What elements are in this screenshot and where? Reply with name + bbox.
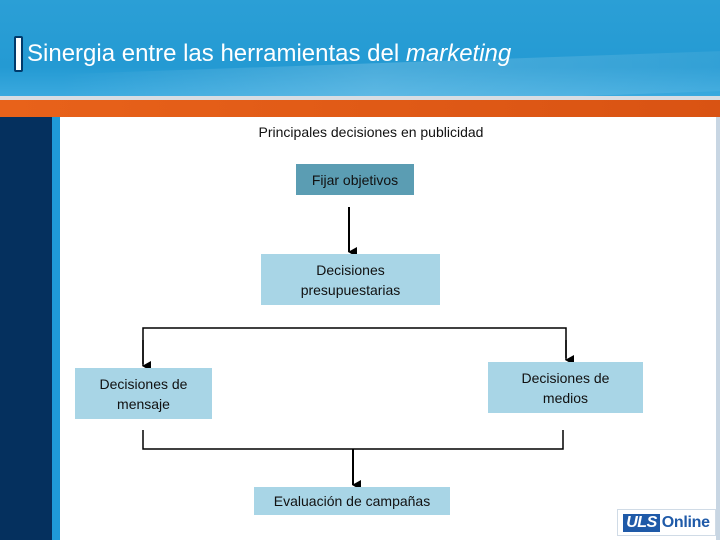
split-connector [142,327,567,364]
left-navy-column [0,117,52,540]
orange-band [0,100,720,117]
logo-uls-text: ULS [623,513,660,532]
node-message-decisions-label: Decisiones de mensaje [99,375,188,412]
header-divider [0,96,720,100]
page-title-italic: marketing [405,40,512,67]
header-banner: Sinergia entre las herramientas del mark… [0,0,720,96]
node-budget-decisions-label: Decisiones presupuestarias [300,261,401,298]
merge-connector [142,430,564,450]
node-campaign-evaluation: Evaluación de campañas [254,487,450,515]
right-border-line [716,117,720,540]
node-message-decisions: Decisiones de mensaje [75,368,212,419]
logo-online-text: Online [661,513,710,531]
node-set-objectives: Fijar objetivos [296,164,414,195]
left-cyan-stripe [52,117,60,540]
page-title-text: Sinergia entre las herramientas del [27,40,406,67]
diagram-title: Principales decisiones en publicidad [258,124,484,140]
node-budget-decisions: Decisiones presupuestarias [261,254,440,305]
node-media-decisions-label: Decisiones de medios [521,369,610,406]
title-accent-bar [14,36,23,72]
page-title: Sinergia entre las herramientas del mark… [27,40,511,68]
node-media-decisions: Decisiones de medios [488,362,643,413]
